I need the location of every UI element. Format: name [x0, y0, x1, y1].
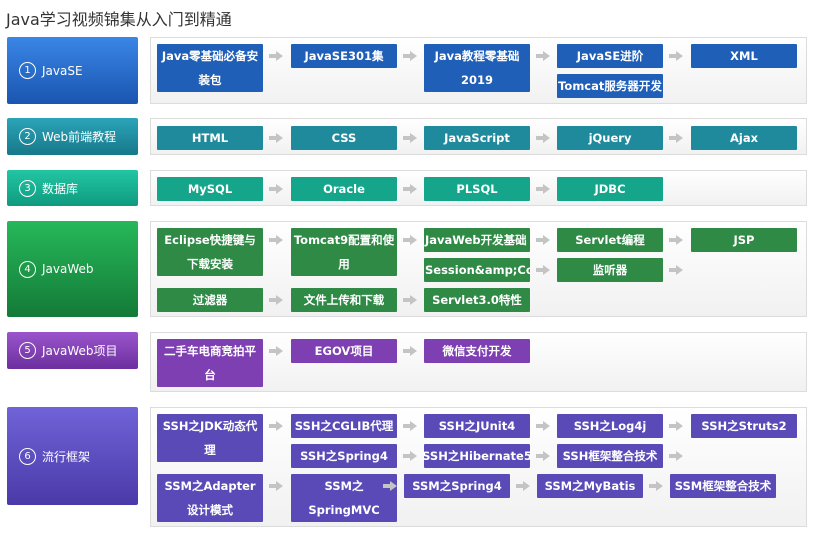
course-item[interactable]: Tomcat9配置和使用: [291, 228, 397, 276]
course-item[interactable]: Servlet3.0特性: [424, 288, 530, 312]
arrow-right-icon: [669, 265, 683, 275]
course-item[interactable]: SSM之SpringMVC: [291, 474, 397, 522]
arrow-right-icon: [669, 51, 683, 61]
course-item[interactable]: HTML: [157, 126, 263, 150]
course-item[interactable]: Java教程零基础2019: [424, 44, 530, 92]
course-item[interactable]: SSH之CGLIB代理: [291, 414, 397, 438]
course-item[interactable]: SSM框架整合技术: [670, 474, 776, 498]
stage-number: 3: [19, 179, 36, 197]
course-item[interactable]: SSM之Adapter设计模式: [157, 474, 263, 522]
course-item[interactable]: 文件上传和下载: [291, 288, 397, 312]
arrow-right-icon: [536, 265, 550, 275]
course-item[interactable]: 二手车电商竞拍平台: [157, 339, 263, 387]
arrow-right-icon: [536, 451, 550, 461]
arrow-right-icon: [269, 481, 283, 491]
stage-label: 数据库: [42, 181, 79, 196]
course-item[interactable]: EGOV项目: [291, 339, 397, 363]
arrow-right-icon: [269, 133, 283, 143]
course-item[interactable]: PLSQL: [424, 177, 530, 201]
course-item[interactable]: Tomcat服务器开发: [557, 74, 663, 98]
course-item[interactable]: JavaScript: [424, 126, 530, 150]
course-item[interactable]: jQuery: [557, 126, 663, 150]
arrow-right-icon: [403, 346, 417, 356]
arrow-right-icon: [669, 235, 683, 245]
arrow-right-icon: [269, 295, 283, 305]
arrow-right-icon: [403, 51, 417, 61]
stage-number: 2: [19, 128, 36, 145]
arrow-right-icon: [403, 184, 417, 194]
arrow-right-icon: [669, 133, 683, 143]
stage-frameworks[interactable]: 6 流行框架: [7, 407, 138, 505]
course-item[interactable]: SSM之Spring4: [404, 474, 510, 498]
course-item[interactable]: Eclipse快捷键与下载安装: [157, 228, 263, 276]
course-item[interactable]: MySQL: [157, 177, 263, 201]
stage-javase[interactable]: 1 JavaSE: [7, 37, 138, 104]
arrow-right-icon: [269, 184, 283, 194]
arrow-right-icon: [403, 133, 417, 143]
arrow-right-icon: [536, 133, 550, 143]
arrow-right-icon: [536, 421, 550, 431]
course-item[interactable]: SSM之MyBatis: [537, 474, 643, 498]
course-item[interactable]: SSH之Log4j: [557, 414, 663, 438]
course-item[interactable]: SSH之JDK动态代理: [157, 414, 263, 462]
course-item[interactable]: Oracle: [291, 177, 397, 201]
stage-number: 4: [19, 260, 36, 278]
stage-label: JavaSE: [42, 63, 83, 78]
course-item[interactable]: JavaSE进阶: [557, 44, 663, 68]
arrow-right-icon: [649, 481, 663, 491]
arrow-right-icon: [269, 421, 283, 431]
course-item[interactable]: SSH之Spring4: [291, 444, 397, 468]
course-item[interactable]: SSH之Hibernate5: [424, 444, 530, 468]
arrow-right-icon: [669, 451, 683, 461]
course-item[interactable]: JDBC: [557, 177, 663, 201]
course-item[interactable]: Servlet编程: [557, 228, 663, 252]
stage-javaweb-project[interactable]: 5 JavaWeb项目: [7, 332, 138, 369]
course-item[interactable]: 监听器: [557, 258, 663, 282]
arrow-right-icon: [403, 451, 417, 461]
arrow-right-icon: [403, 235, 417, 245]
course-item[interactable]: JavaSE301集: [291, 44, 397, 68]
stage-number: 6: [19, 447, 36, 465]
arrow-right-icon: [269, 235, 283, 245]
course-item[interactable]: SSH之JUnit4: [424, 414, 530, 438]
course-item[interactable]: CSS: [291, 126, 397, 150]
arrow-right-icon: [536, 184, 550, 194]
course-item[interactable]: JavaWeb开发基础: [424, 228, 530, 252]
course-item[interactable]: Ajax: [691, 126, 797, 150]
stage-label: JavaWeb: [42, 262, 94, 276]
course-item[interactable]: Java零基础必备安装包: [157, 44, 263, 92]
page-title: Java学习视频锦集从入门到精通: [6, 10, 232, 29]
course-item[interactable]: SSH框架整合技术: [557, 444, 663, 468]
stage-database[interactable]: 3 数据库: [7, 170, 138, 206]
stage-number: 5: [19, 342, 36, 359]
arrow-right-icon: [536, 51, 550, 61]
course-item[interactable]: Session&amp;Cookie: [424, 258, 530, 282]
stage-number: 1: [19, 62, 36, 79]
arrow-right-icon: [383, 481, 397, 491]
arrow-right-icon: [403, 421, 417, 431]
arrow-right-icon: [516, 481, 530, 491]
stage-label: Web前端教程: [42, 130, 117, 144]
arrow-right-icon: [269, 51, 283, 61]
stage-label: JavaWeb项目: [42, 344, 118, 358]
course-item[interactable]: JSP: [691, 228, 797, 252]
course-item[interactable]: 过滤器: [157, 288, 263, 312]
stage-label: 流行框架: [42, 449, 91, 464]
arrow-right-icon: [269, 346, 283, 356]
arrow-right-icon: [536, 235, 550, 245]
course-item[interactable]: SSH之Struts2: [691, 414, 797, 438]
course-item[interactable]: XML: [691, 44, 797, 68]
stage-web-frontend[interactable]: 2 Web前端教程: [7, 118, 138, 155]
course-item[interactable]: 微信支付开发: [424, 339, 530, 363]
arrow-right-icon: [669, 421, 683, 431]
stage-javaweb[interactable]: 4 JavaWeb: [7, 221, 138, 317]
arrow-right-icon: [403, 295, 417, 305]
